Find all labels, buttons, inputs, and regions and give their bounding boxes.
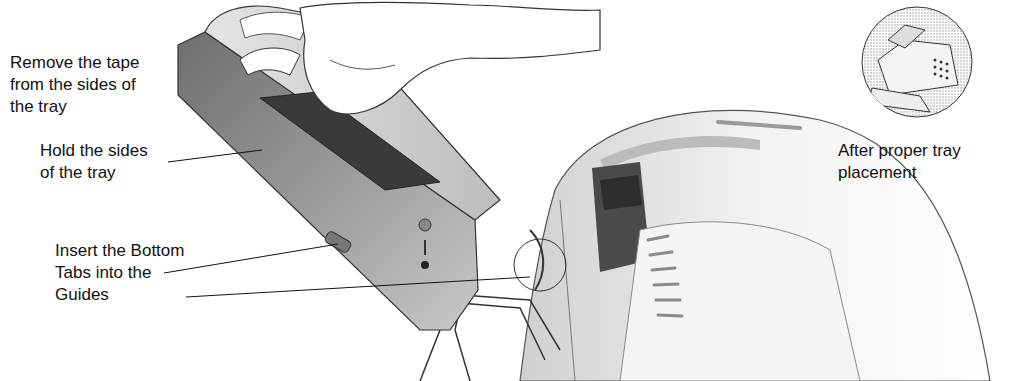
callout-label: After proper tray placement xyxy=(838,140,968,184)
callout-label: Hold the sides of the tray xyxy=(40,140,165,184)
callout-label: Remove the tape from the sides of the tr… xyxy=(10,52,155,118)
callout-label: Insert the Bottom Tabs into the Guides xyxy=(55,240,185,306)
